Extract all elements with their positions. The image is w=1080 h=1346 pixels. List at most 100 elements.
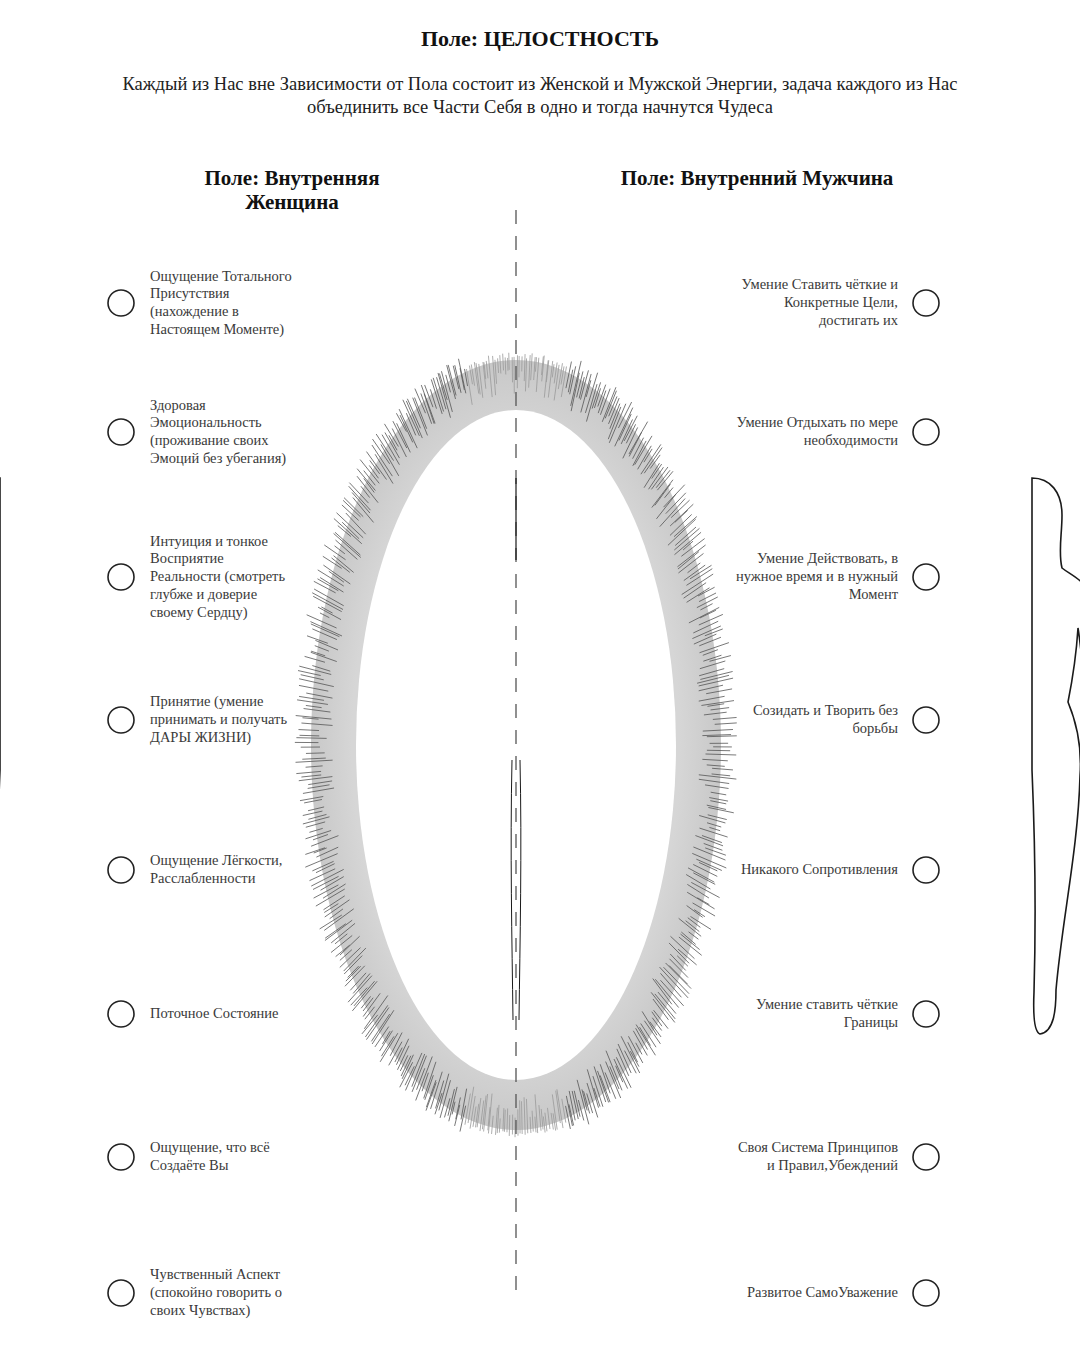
- aura-spike: [302, 758, 325, 759]
- aura-spike: [403, 400, 420, 436]
- aura-spike: [458, 359, 465, 394]
- aura-spike: [363, 993, 380, 1016]
- aura-spike: [700, 610, 716, 618]
- aura-spike: [539, 1105, 541, 1131]
- aura-spike: [508, 353, 509, 370]
- aura-spike: [305, 848, 325, 855]
- figure-right-half: [1032, 478, 1080, 1034]
- aura-spike: [652, 464, 662, 478]
- aura-spike: [354, 981, 375, 1006]
- aura-spike: [699, 685, 723, 691]
- aura-spike: [495, 360, 497, 384]
- aura-spike: [657, 471, 673, 490]
- aura-spike: [693, 873, 715, 885]
- aura-spike: [353, 973, 370, 993]
- aura-spike: [306, 766, 323, 767]
- aura-spike: [371, 1014, 389, 1041]
- aura-spike: [569, 1104, 574, 1125]
- aura-spike: [369, 465, 378, 478]
- aura-spike: [682, 574, 713, 595]
- aura-spike: [684, 565, 705, 580]
- aura-spike: [548, 361, 552, 398]
- aura-spike: [465, 1094, 470, 1125]
- quality-item: Умение Действовать, в нужное время и в н…: [735, 550, 898, 603]
- aura-spike: [577, 1080, 589, 1125]
- aura-spike: [610, 404, 620, 429]
- aura-spike: [633, 1031, 647, 1056]
- aura-spike: [642, 1011, 657, 1035]
- aura-spike: [707, 735, 737, 737]
- aura-spike: [299, 666, 331, 674]
- aura-spike: [711, 708, 730, 710]
- quality-item: Ощущение Тотального Присутствия (нахожде…: [150, 268, 298, 339]
- aura-spike: [323, 896, 344, 910]
- aura-spike: [471, 364, 474, 385]
- aura-spike: [652, 480, 673, 508]
- aura-spike: [456, 1097, 461, 1119]
- aura-spike: [605, 391, 616, 419]
- aura-spike: [441, 371, 452, 412]
- aura-spike: [372, 445, 392, 476]
- checkbox-circles: [108, 290, 939, 1306]
- aura-spike: [301, 747, 320, 748]
- aura-spike: [566, 1096, 572, 1126]
- aura-spike: [344, 948, 366, 971]
- figure-contour: [511, 478, 521, 1020]
- aura-spike: [308, 781, 332, 785]
- aura-spike: [666, 963, 692, 989]
- aura-spike: [361, 486, 370, 497]
- aura-spike: [587, 1083, 598, 1117]
- aura-spike: [346, 966, 361, 981]
- aura-spike: [660, 499, 685, 527]
- aura-spike: [295, 742, 319, 743]
- aura-spike: [314, 848, 327, 853]
- aura-spike: [692, 626, 720, 639]
- title: Поле: ЦЕЛОСТНОСТЬ: [140, 26, 940, 53]
- aura-spike: [530, 1117, 532, 1133]
- aura-spike: [715, 723, 737, 724]
- quality-item: Созидать и Творить без борьбы: [735, 702, 898, 737]
- aura-spike: [705, 785, 729, 789]
- aura-spike: [543, 1116, 545, 1132]
- aura-spike: [699, 678, 733, 686]
- aura-spike: [488, 1094, 492, 1134]
- aura-spike: [316, 847, 338, 857]
- aura-spike: [518, 356, 519, 377]
- aura-spike: [704, 712, 727, 715]
- aura-spike: [651, 467, 668, 489]
- aura-spike: [644, 449, 652, 462]
- aura-spike: [406, 401, 422, 438]
- aura-spike: [699, 637, 721, 646]
- quality-item: Умение Отдыхать по мере необходимости: [735, 414, 898, 449]
- aura-spike: [678, 949, 697, 965]
- aura-spike: [702, 759, 727, 760]
- aura-spike: [488, 356, 492, 397]
- aura-spike: [562, 1099, 566, 1123]
- aura-spike: [587, 1093, 593, 1113]
- aura-spike: [707, 765, 725, 766]
- aura-spike: [338, 526, 351, 537]
- aura-spike: [605, 1072, 616, 1098]
- aura-spike: [304, 709, 331, 713]
- aura-spike: [640, 1027, 651, 1045]
- aura-spike: [693, 621, 718, 633]
- aura-spike: [321, 607, 332, 613]
- aura-spike: [687, 892, 714, 909]
- aura-spike: [670, 936, 694, 958]
- aura-spike: [658, 992, 676, 1013]
- aura-spike: [713, 746, 732, 747]
- aura-spike: [514, 357, 515, 394]
- aura-spike: [699, 862, 717, 870]
- aura-spike: [670, 514, 692, 535]
- aura-spike: [581, 374, 591, 412]
- aura-spike: [704, 843, 723, 850]
- aura-spike: [558, 363, 562, 389]
- aura-spike: [421, 385, 435, 423]
- aura-spike: [571, 361, 581, 406]
- aura-spike: [299, 679, 334, 687]
- aura-spike: [618, 1044, 631, 1073]
- aura-spike: [686, 875, 710, 890]
- aura-spike: [572, 1091, 578, 1119]
- quality-item: Чувственный Аспект (спокойно говорить о …: [150, 1266, 298, 1319]
- aura-spike: [344, 956, 362, 974]
